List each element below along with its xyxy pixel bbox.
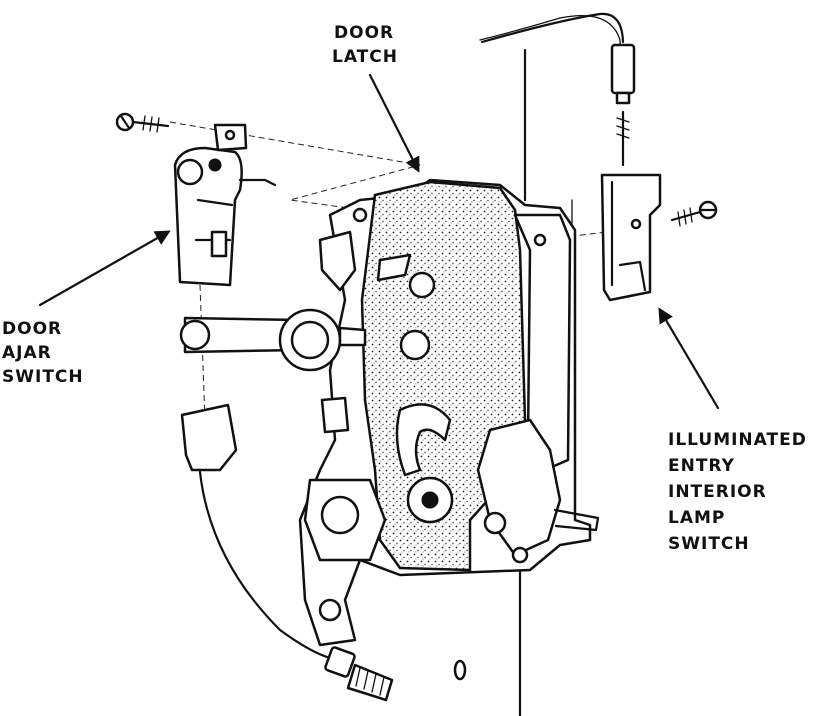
lamp-switch-label-line5: SWITCH [668,534,750,554]
label-door-ajar-switch: DOOR AJAR SWITCH [2,319,84,387]
lamp-switch-screw [670,200,718,227]
door-ajar-label-line3: SWITCH [2,367,84,387]
label-interior-lamp-switch: ILLUMINATED ENTRY INTERIOR LAMP SWITCH [668,430,807,554]
ajar-switch-screw [115,112,170,133]
mounting-slot [453,659,467,681]
door-ajar-arrow [38,230,171,307]
cable-connector [610,43,636,95]
lamp-switch-arrow [658,307,720,410]
lamp-switch-label-line2: ENTRY [668,456,735,476]
label-door-latch: DOOR LATCH [332,23,398,67]
interior-lamp-switch [600,173,662,302]
lamp-switch-cable [480,12,636,167]
ajar-switch-cable [180,403,394,702]
lamp-switch-label-line4: LAMP [668,508,725,528]
lamp-switch-label-line1: ILLUMINATED [668,430,807,450]
door-latch-assembly [298,178,600,647]
door-ajar-label-line2: AJAR [2,343,52,363]
actuator-lever [179,308,367,372]
door-latch-label-line2: LATCH [332,47,398,67]
lamp-switch-label-line3: INTERIOR [668,482,767,502]
connector-tip [615,91,631,105]
door-ajar-label-line1: DOOR [2,319,62,339]
door-ajar-switch [173,123,277,287]
door-latch-arrow [368,73,420,173]
door-latch-label-line1: DOOR [334,23,394,43]
